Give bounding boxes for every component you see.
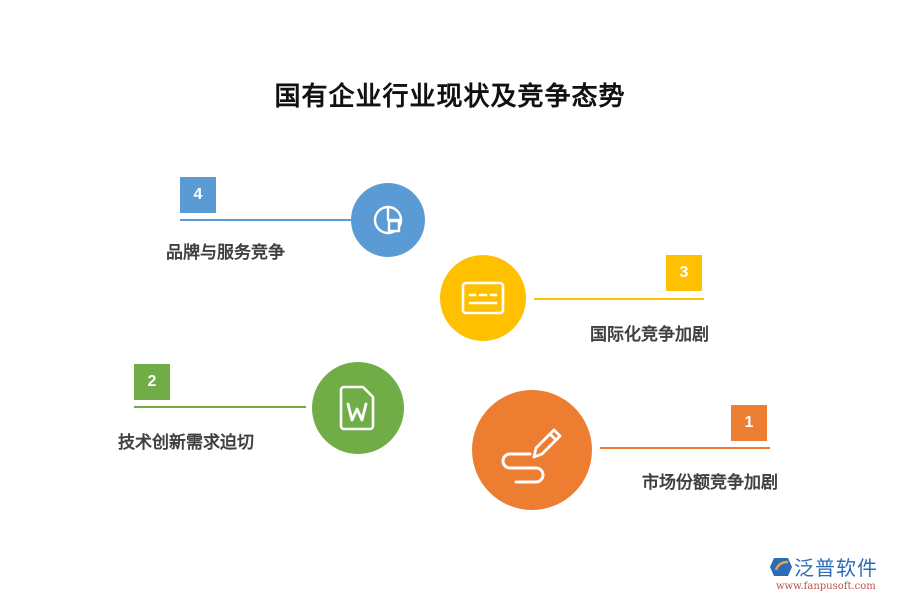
word-document-icon	[339, 385, 375, 431]
pen-signature-icon	[501, 428, 562, 484]
item-4-line	[180, 219, 355, 221]
keyboard-icon	[461, 281, 505, 315]
item-3-number-badge: 3	[666, 255, 702, 291]
fanpu-logo-icon	[770, 557, 792, 576]
item-2-line	[134, 406, 306, 408]
item-4-label: 品牌与服务竞争	[166, 243, 285, 263]
item-4-number-badge: 4	[180, 177, 216, 213]
page-title: 国有企业行业现状及竞争态势	[274, 82, 626, 112]
item-1-line	[600, 447, 770, 449]
item-1-circle	[472, 390, 592, 510]
pie-chart-icon	[373, 205, 403, 235]
brand-logo: 泛普软件 www.fanpusoft.com	[768, 552, 896, 592]
item-2-circle	[312, 362, 404, 454]
logo-name: 泛普软件	[794, 556, 878, 580]
item-2-label: 技术创新需求迫切	[118, 433, 254, 453]
item-1-number-badge: 1	[731, 405, 767, 441]
item-3-circle	[440, 255, 526, 341]
item-3-line	[534, 298, 704, 300]
item-2-number-badge: 2	[134, 364, 170, 400]
item-3-label: 国际化竞争加剧	[590, 325, 709, 345]
logo-url: www.fanpusoft.com	[776, 581, 876, 592]
item-1-label: 市场份额竞争加剧	[642, 473, 778, 493]
item-4-circle	[351, 183, 425, 257]
